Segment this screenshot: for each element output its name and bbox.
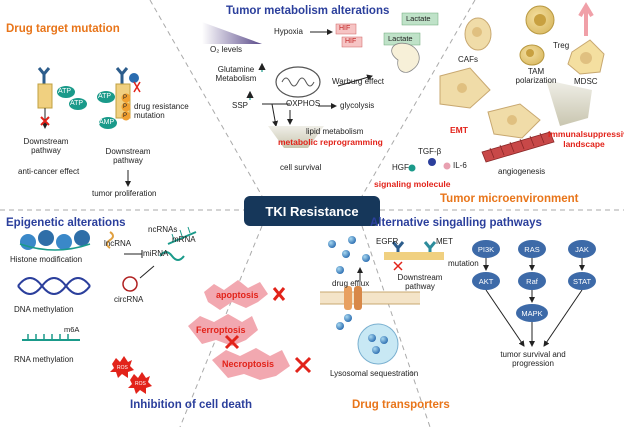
o2-levels-label: O₂ levels	[210, 45, 243, 54]
metabolic-reprogramming-label: metabolic reprogramming	[278, 137, 383, 147]
dna-methylation-label: DNA methylation	[14, 305, 74, 314]
angiogenesis-label: angiogenesis	[498, 167, 546, 176]
warburg-label: Warburg effect	[332, 77, 385, 86]
cafs-label: CAFs	[458, 55, 478, 64]
egfr-label: EGFR	[376, 237, 399, 246]
atp-label: ATP	[98, 93, 112, 100]
mrna-label: mRNA	[172, 235, 196, 244]
stat-node: STAT	[568, 272, 596, 290]
hif-label: HIF	[339, 25, 351, 32]
downstream-pathway-label: Downstream pathway	[105, 147, 151, 165]
ferroptosis-label: Ferroptosis	[196, 325, 246, 335]
mirna-label: miRNA	[143, 249, 169, 258]
anti-cancer-label: anti-cancer effect	[18, 167, 80, 176]
tumor-metabolism-graphics	[202, 12, 439, 148]
ssp-label: SSP	[232, 101, 249, 110]
rna-methylation-label: RNA methylation	[14, 355, 74, 364]
ros-label: ROS	[117, 365, 128, 371]
cell-death-graphics	[110, 280, 312, 394]
mdsc-label: MDSC	[574, 77, 598, 86]
downstream-pathway-label: Downstream pathway	[23, 137, 69, 155]
drug-efflux-label: drug efflux	[332, 279, 370, 288]
phosphate-label: P	[123, 113, 128, 119]
lipid-metabolism-label: lipid metabolism	[306, 127, 364, 136]
glycolysis-label: glycolysis	[340, 101, 375, 110]
amp-label: AMP	[99, 119, 115, 126]
epigenetic-title: Epigenetic alterations	[6, 217, 126, 229]
il6-label: IL-6	[453, 161, 467, 170]
immunosuppressive-label: immunalsuppressive landscape	[548, 129, 624, 149]
signaling-molecule-label: signaling molecule	[374, 179, 451, 189]
m6a-label: m6A	[64, 325, 80, 334]
mapk-node: MAPK	[516, 304, 548, 322]
drug-resistance-label: drug resistance mutation	[134, 102, 189, 120]
circrna-label: circRNA	[114, 295, 144, 304]
raf-node: Raf	[518, 272, 546, 290]
hypoxia-label: Hypoxia	[274, 27, 303, 36]
histone-modification-label: Histone modification	[10, 255, 83, 264]
jak-node: JAK	[568, 240, 596, 258]
ncrnas-label: ncRNAs	[148, 225, 178, 234]
downstream-pathway-label: Downstream pathway	[397, 273, 443, 291]
lncrna-label: lncRNA	[104, 239, 132, 248]
phosphate-label: P	[123, 104, 128, 110]
drug-target-mutation-title: Drug target mutation	[6, 23, 120, 35]
tumor-survival-label: tumor survival and progression	[500, 350, 566, 369]
cell-survival-label: cell survival	[280, 163, 322, 172]
drug-transporters-graphics	[320, 236, 420, 365]
hgf-label: HGF	[392, 163, 409, 172]
lactate-label: Lactate	[406, 14, 431, 23]
treg-label: Treg	[553, 41, 570, 50]
cell-death-title: Inhibition of cell death	[130, 399, 253, 411]
phosphate-label: P	[123, 95, 128, 101]
tgfb-label: TGF-β	[418, 147, 442, 156]
epigenetic-graphics	[17, 226, 197, 341]
met-label: MET	[436, 237, 453, 246]
lysosomal-sequestration-label: Lysosomal sequestration	[330, 369, 419, 378]
pi3k-node: PI3K	[472, 240, 500, 258]
tumor-proliferation-label: tumor proliferation	[92, 189, 157, 198]
atp-label: ATP	[58, 88, 72, 95]
apoptosis-label: apoptosis	[216, 290, 259, 300]
alternative-signalling-title: Alternative singalling pathways	[370, 217, 542, 229]
tumor-metabolism-title: Tumor metabolism alterations	[226, 5, 390, 17]
hif-label: HIF	[345, 38, 357, 45]
mutation-label: mutation	[448, 259, 479, 268]
drug-target-mutation-graphics	[37, 67, 141, 187]
tumor-microenvironment-graphics	[408, 2, 605, 172]
necroptosis-label: Necroptosis	[222, 359, 275, 369]
drug-transporters-title: Drug transporters	[352, 399, 450, 411]
center-node: TKI Resistance	[244, 196, 380, 226]
ras-node: RAS	[518, 240, 546, 258]
glutamine-label: Glutamine Metabolism	[215, 65, 257, 83]
atp-label: ATP	[70, 100, 84, 107]
tumor-microenvironment-title: Tumor microenvironment	[440, 193, 579, 205]
tam-polarization-label: TAM polarization	[515, 67, 557, 85]
oxphos-label: OXPHOS	[286, 99, 321, 108]
akt-node: AKT	[472, 272, 500, 290]
emt-label: EMT	[450, 125, 468, 135]
ros-label: ROS	[135, 381, 146, 387]
lactate-label: Lactate	[388, 34, 413, 43]
